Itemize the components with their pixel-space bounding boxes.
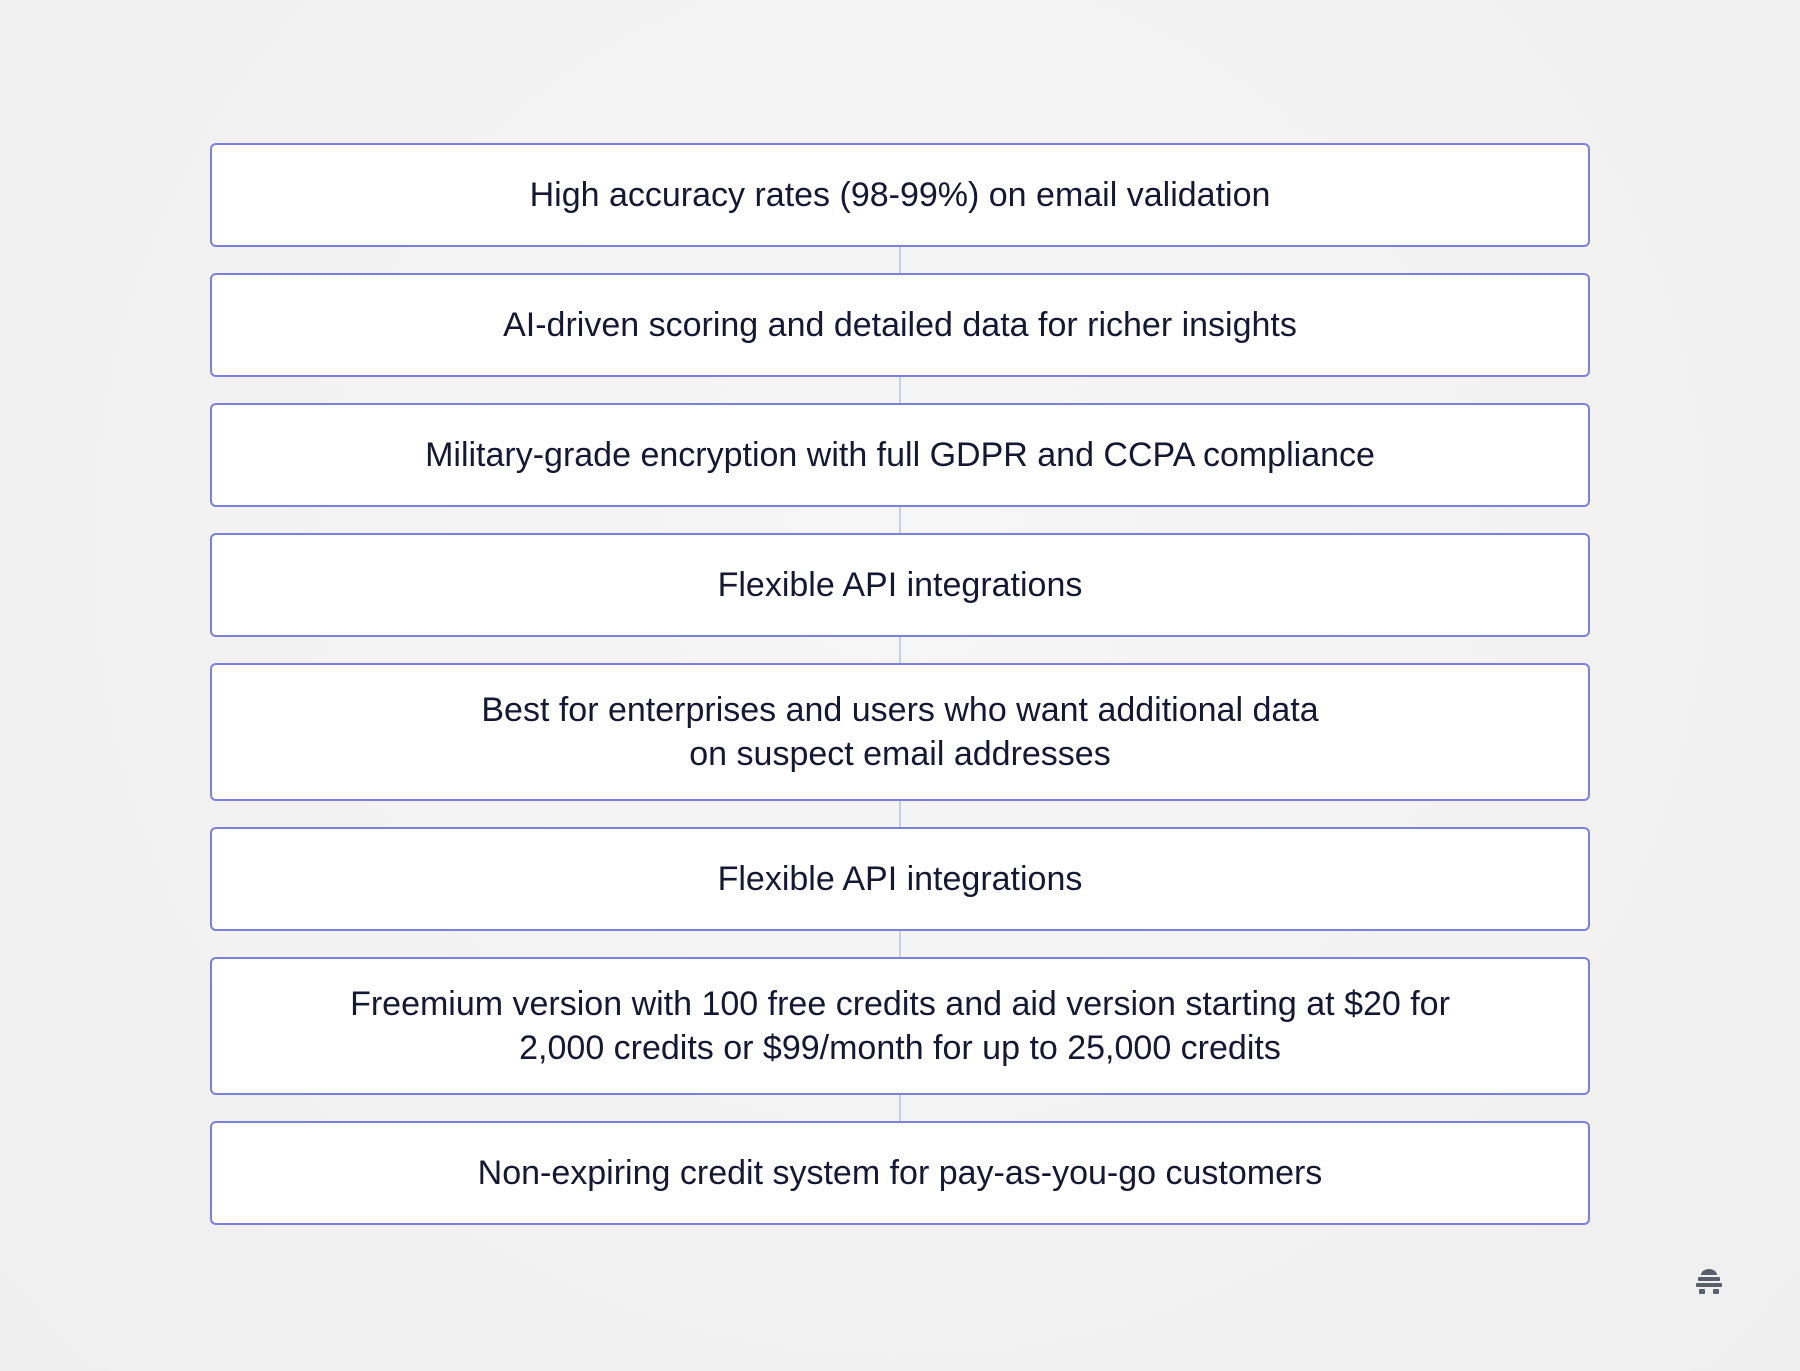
- feature-text: Freemium version with 100 free credits a…: [350, 985, 1450, 1067]
- brand-logo-icon: [1696, 1269, 1722, 1294]
- feature-box-ai-scoring: AI-driven scoring and detailed data for …: [210, 273, 1590, 377]
- feature-box-enterprise: Best for enterprises and users who want …: [210, 663, 1590, 801]
- feature-text: Non-expiring credit system for pay-as-yo…: [477, 1154, 1323, 1192]
- feature-text: Military-grade encryption with full GDPR…: [425, 436, 1375, 474]
- connector-line: [899, 801, 901, 827]
- connector-line: [899, 247, 901, 273]
- feature-box-credits: Non-expiring credit system for pay-as-yo…: [210, 1121, 1590, 1225]
- feature-box-pricing: Freemium version with 100 free credits a…: [210, 957, 1590, 1095]
- feature-box-accuracy: High accuracy rates (98-99%) on email va…: [210, 143, 1590, 247]
- connector-line: [899, 931, 901, 957]
- feature-text: Best for enterprises and users who want …: [481, 691, 1319, 773]
- feature-text: Flexible API integrations: [717, 566, 1083, 604]
- feature-text: AI-driven scoring and detailed data for …: [503, 306, 1297, 344]
- feature-box-api-1: Flexible API integrations: [210, 533, 1590, 637]
- connector-line: [899, 637, 901, 663]
- feature-text: Flexible API integrations: [717, 860, 1083, 898]
- feature-box-encryption: Military-grade encryption with full GDPR…: [210, 403, 1590, 507]
- feature-text: High accuracy rates (98-99%) on email va…: [529, 176, 1271, 214]
- connector-line: [899, 507, 901, 533]
- feature-box-api-2: Flexible API integrations: [210, 827, 1590, 931]
- feature-flow: High accuracy rates (98-99%) on email va…: [210, 143, 1590, 1225]
- connector-line: [899, 1095, 901, 1121]
- connector-line: [899, 377, 901, 403]
